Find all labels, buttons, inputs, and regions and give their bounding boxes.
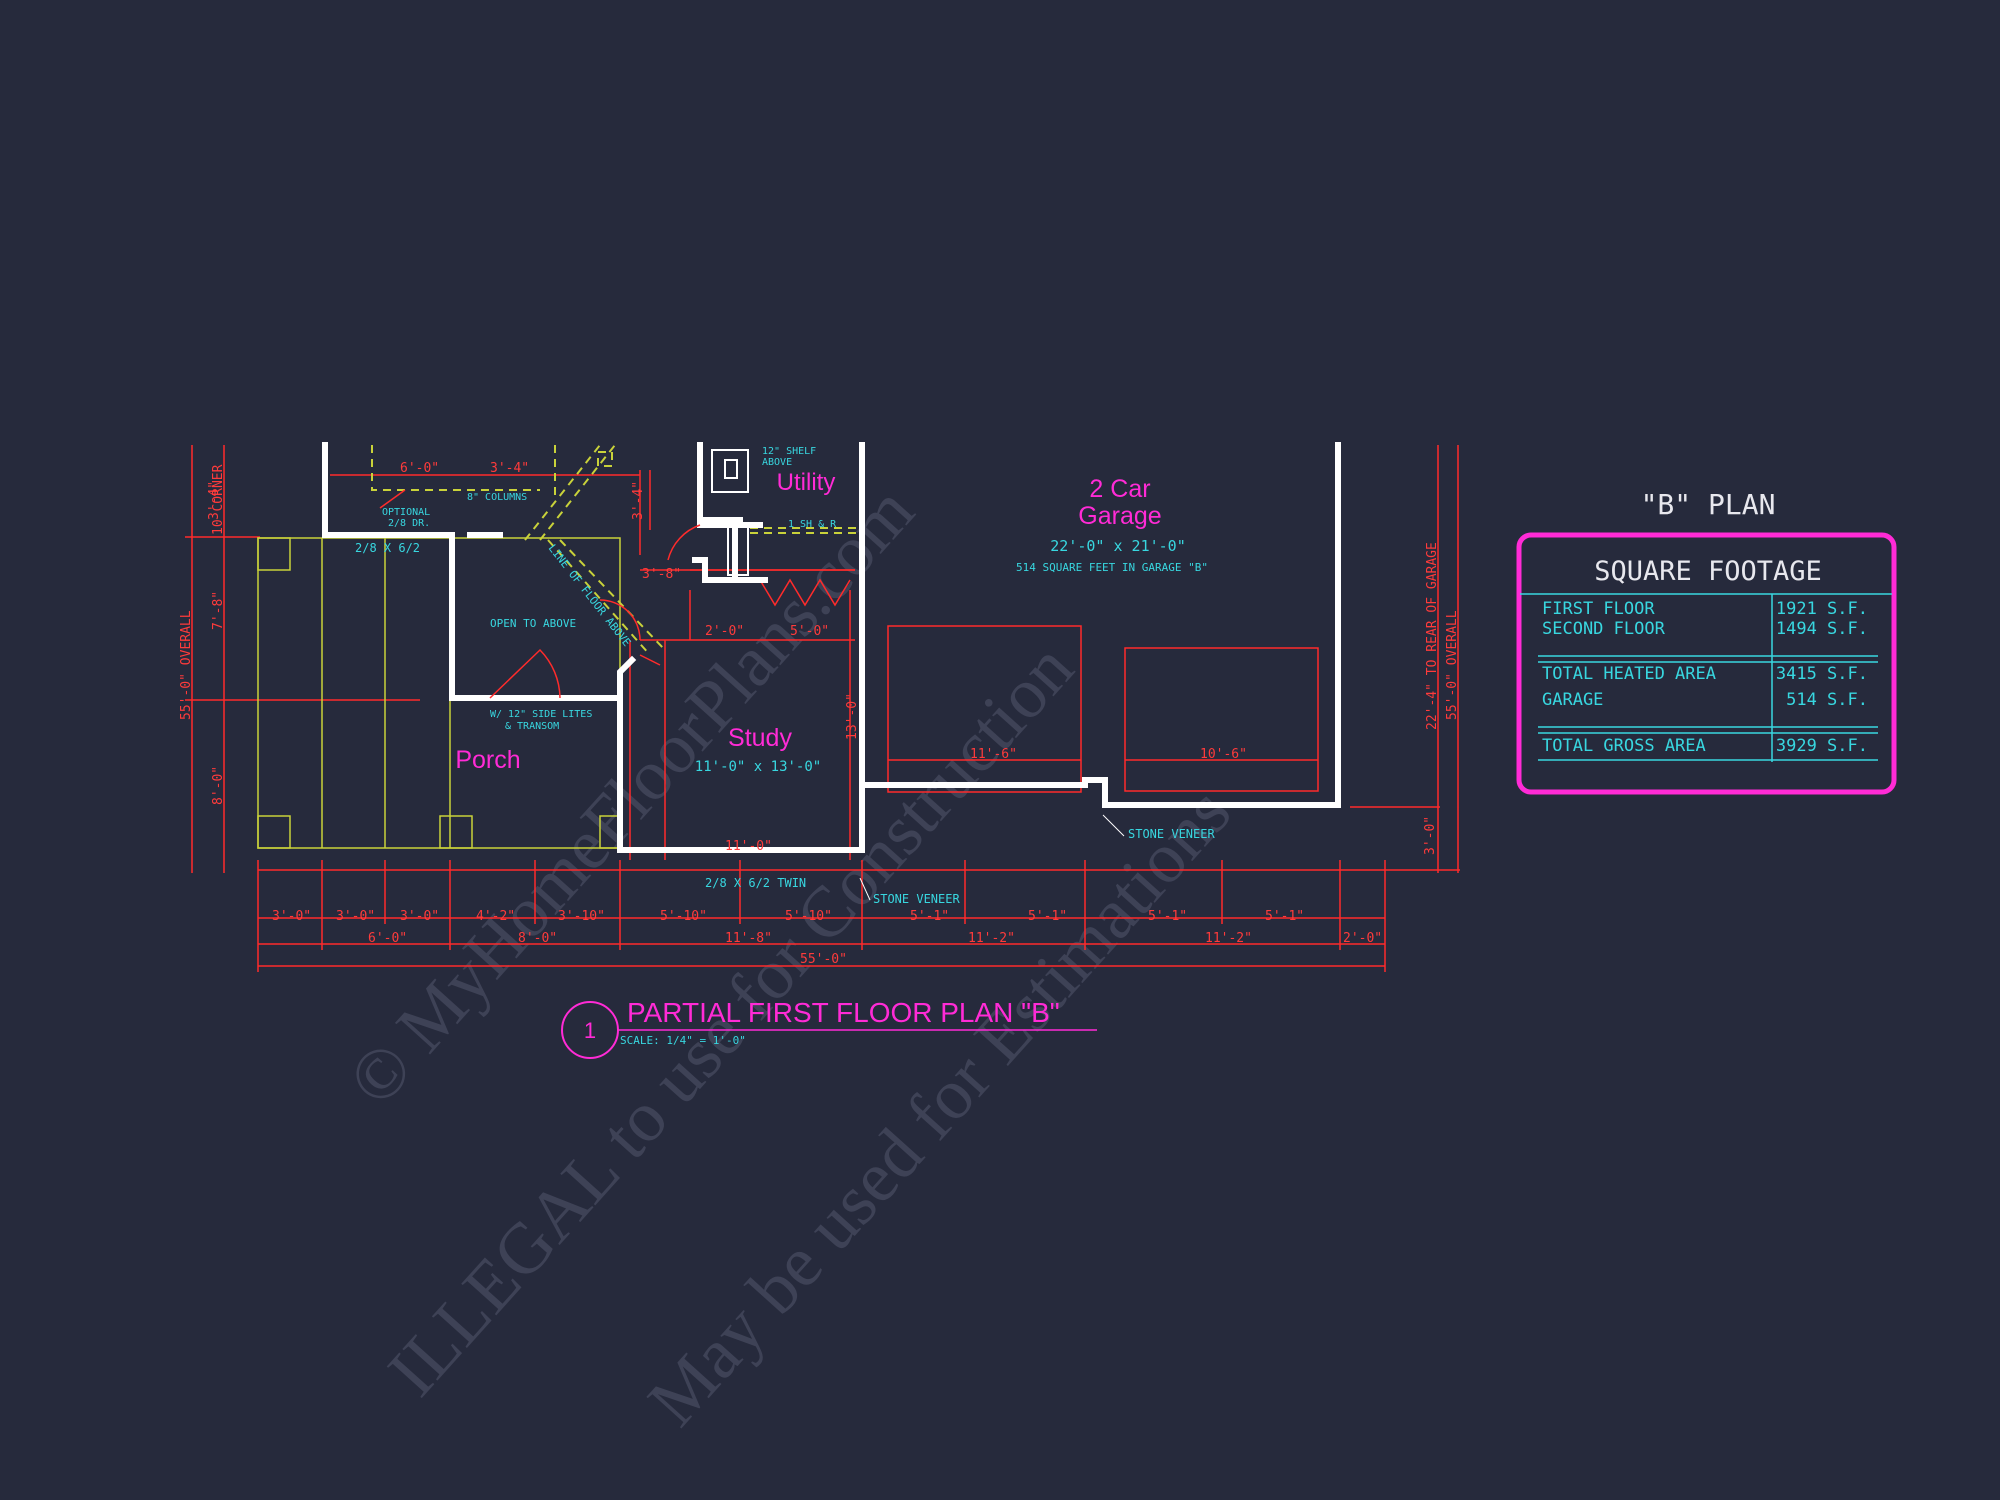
dim-r2-4: 11'-2" [1205,931,1252,946]
dim-r2-2: 11'-8" [725,931,772,946]
sf-value-total-gross: 3929 S.F. [1776,736,1868,756]
walls [322,442,1341,853]
optional-door-note: OPTIONAL [382,507,430,518]
door-swings [379,489,701,699]
stone-veneer-note-1: STONE VENEER [873,892,960,906]
overall-right-label: 55'-0" OVERALL [1445,610,1460,720]
drawing-title: PARTIAL FIRST FLOOR PLAN "B" [627,997,1060,1028]
dim-34v: 3'-4" [631,481,646,520]
right-dim-1: 3'-0" [1423,816,1438,855]
stone-veneer-note-2: STONE VENEER [1128,827,1215,841]
dim-r1-3: 4'-2" [476,909,515,924]
floor-above-line [371,444,860,656]
dim-r2-1: 8'-0" [518,931,557,946]
drawing-number: 1 [584,1018,596,1043]
left-dim-1: 3'-4" [207,481,222,520]
garage-label-line2: Garage [1078,502,1161,530]
columns-note: 8" COLUMNS [467,492,527,503]
table-heading: SQUARE FOOTAGE [1594,556,1822,587]
side-lites-note: W/ 12" SIDE LITES [490,709,592,720]
dim-50: 5'-0" [790,624,829,639]
dim-r1-7: 5'-1" [910,909,949,924]
dim-garage-door-2: 10'-6" [1200,747,1247,762]
dim-r1-0: 3'-0" [272,909,311,924]
left-dim-3: 8'-0" [211,766,226,805]
drawing-title-block: 1 PARTIAL FIRST FLOOR PLAN "B" SCALE: 1/… [561,997,1097,1059]
optional-door-note-2: 2/8 DR. [388,518,430,529]
dim-row-1: 3'-0" 3'-0" 3'-0" 4'-2" 3'-10" 5'-10" 5'… [272,909,1304,924]
dim-38: 3'-8" [642,567,681,582]
dim-r1-10: 5'-1" [1265,909,1304,924]
plan-label: "B" PLAN [1641,488,1776,521]
sf-label-total-heated: TOTAL HEATED AREA [1542,664,1716,684]
porch-outline [257,537,621,849]
leader-lines [859,814,1125,901]
dim-study-w: 11'-0" [725,839,772,854]
square-footage-table: SQUARE FOOTAGE FIRST FLOOR 1921 S.F. SEC… [1516,532,1897,795]
sf-value-second-floor: 1494 S.F. [1776,619,1868,639]
study-label: Study [728,724,792,752]
utility-sink [711,449,749,576]
dim-r1-8: 5'-1" [1028,909,1067,924]
dim-row-2: 6'-0" 8'-0" 11'-8" 11'-2" 11'-2" 2'-0" [368,931,1382,946]
dim-r1-5: 5'-10" [660,909,707,924]
watermark: © MyHomeFloorPlans.com ILLEGAL to use fo… [332,471,1245,1441]
dimension-lines [185,445,1460,972]
garage-size: 22'-0" x 21'-0" [1050,537,1185,555]
dim-overall: 55'-0" [800,952,847,967]
watermark-line3: May be used for Estimations [632,772,1245,1441]
overall-left-label: 55'-0" OVERALL [179,610,194,720]
shelf-note-2: ABOVE [762,457,792,468]
dim-r1-9: 5'-1" [1148,909,1187,924]
dim-20: 2'-0" [705,624,744,639]
dim-top-34: 3'-4" [490,461,529,476]
study-size: 11'-0" x 13'-0" [695,759,821,775]
drawing-scale: SCALE: 1/4" = 1'-0" [620,1034,746,1047]
dim-r1-4: 3'-10" [558,909,605,924]
sf-label-first-floor: FIRST FLOOR [1542,599,1655,619]
transom-note: & TRANSOM [505,721,559,732]
sf-label-garage: GARAGE [1542,690,1603,710]
shelf-rod-note: 1 SH & R [788,519,837,530]
dim-r1-6: 5'-10" [785,909,832,924]
left-dim-2: 7'-8" [211,591,226,630]
shelf-note: 12" SHELF [762,446,816,457]
sf-label-second-floor: SECOND FLOOR [1542,619,1666,639]
dim-r1-1: 3'-0" [336,909,375,924]
sf-label-total-gross: TOTAL GROSS AREA [1542,736,1706,756]
dim-r2-0: 6'-0" [368,931,407,946]
dim-garage-door-1: 11'-6" [970,747,1017,762]
sf-value-first-floor: 1921 S.F. [1776,599,1868,619]
to-corner-label: 10 CORNER [211,464,226,535]
dim-study-h: 13'-0" [845,693,860,740]
sf-value-total-heated: 3415 S.F. [1776,664,1868,684]
dim-r2-5: 2'-0" [1343,931,1382,946]
open-to-above-note: OPEN TO ABOVE [490,617,576,630]
utility-label: Utility [777,469,836,496]
garage-note: 514 SQUARE FEET IN GARAGE "B" [1016,561,1208,574]
dim-r2-3: 11'-2" [968,931,1015,946]
rear-garage-label: 22'-4" TO REAR OF GARAGE [1425,542,1440,730]
sf-value-garage: 514 S.F. [1786,690,1868,710]
porch-door-note: 2/8 X 6/2 [355,541,420,555]
twin-door-note: 2/8 X 6/2 TWIN [705,876,806,890]
dim-top-60: 6'-0" [400,461,439,476]
dim-r1-2: 3'-0" [400,909,439,924]
porch-label: Porch [455,746,520,774]
garage-label-line1: 2 Car [1089,475,1150,503]
